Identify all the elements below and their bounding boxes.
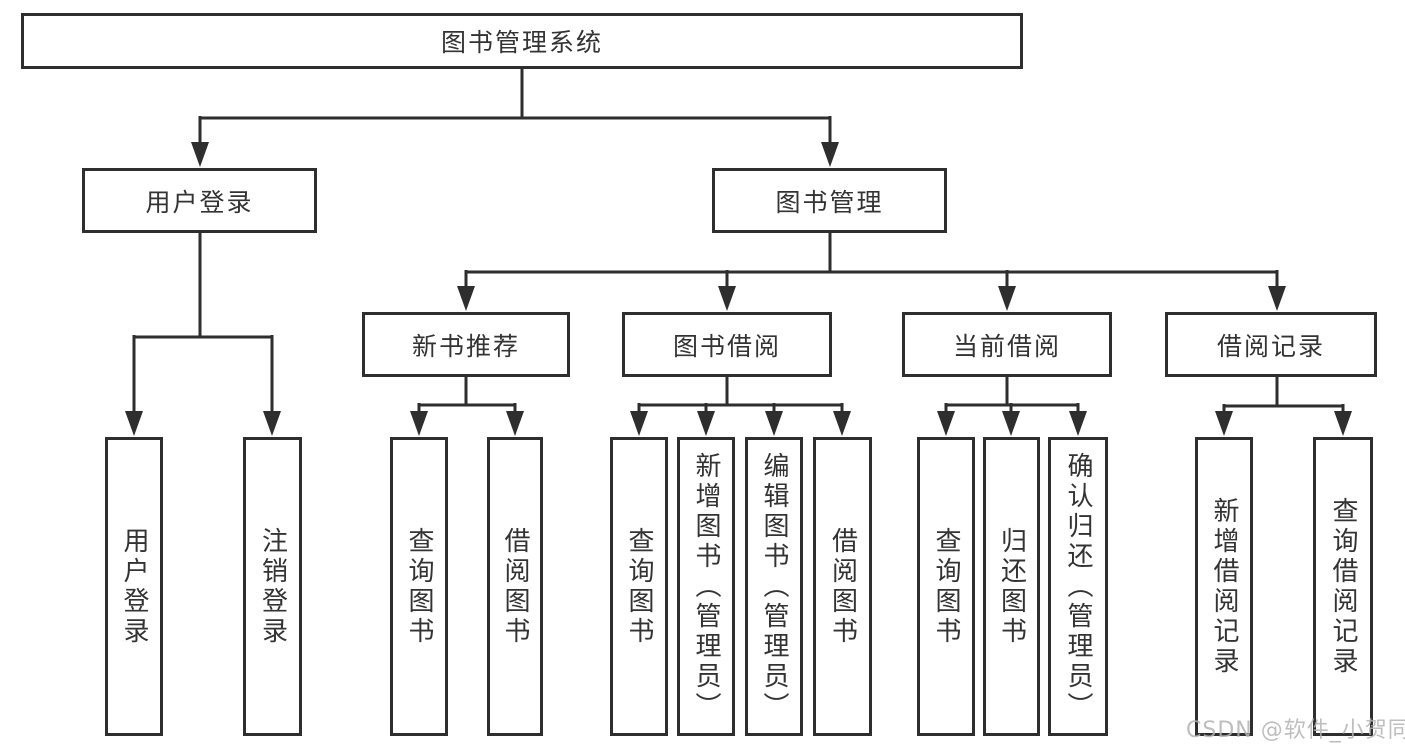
node-book-management: 图书管理: [712, 168, 947, 233]
leaf-query-books: 查询图书: [390, 437, 448, 736]
node-borrowing-records: 借阅记录: [1165, 312, 1377, 377]
leaf-logout: 注销登录: [243, 437, 302, 736]
vertical-label: 确认归还（管理员）: [1063, 451, 1093, 722]
vertical-label: 归还图书: [996, 526, 1027, 647]
leaf-confirm-return-admin: 确认归还（管理员）: [1048, 437, 1108, 736]
leaf-borrow-books: 借阅图书: [813, 437, 872, 736]
leaf-add-book-admin: 新增图书（管理员）: [677, 437, 735, 736]
leaf-edit-book-admin: 编辑图书（管理员）: [745, 437, 803, 736]
vertical-label: 借阅图书: [827, 526, 858, 647]
leaf-user-login: 用户登录: [105, 437, 163, 736]
leaf-borrow-books: 借阅图书: [487, 437, 543, 736]
node-user-login: 用户登录: [82, 168, 317, 233]
node-current-borrowing: 当前借阅: [902, 312, 1112, 377]
vertical-label: 用户登录: [119, 526, 149, 647]
vertical-label: 借阅图书: [500, 526, 530, 647]
csdn-watermark: CSDN @软件_小贺同学: [1186, 718, 1405, 743]
leaf-query-borrow-record: 查询借阅记录: [1313, 437, 1373, 736]
vertical-label: 查询图书: [931, 526, 961, 647]
vertical-label: 新增图书（管理员）: [691, 451, 721, 722]
vertical-label: 查询借阅记录: [1328, 496, 1358, 677]
vertical-label: 编辑图书（管理员）: [759, 451, 789, 722]
vertical-label: 查询图书: [624, 526, 654, 647]
vertical-label: 查询图书: [404, 526, 434, 647]
node-book-borrowing: 图书借阅: [622, 312, 832, 377]
leaf-add-borrow-record: 新增借阅记录: [1195, 437, 1253, 736]
leaf-return-book: 归还图书: [983, 437, 1040, 736]
node-library-management-system: 图书管理系统: [21, 13, 1023, 69]
vertical-label: 新增借阅记录: [1209, 496, 1239, 677]
node-new-book-recommendation: 新书推荐: [362, 312, 570, 377]
leaf-query-books: 查询图书: [917, 437, 975, 736]
vertical-label: 注销登录: [257, 526, 288, 647]
leaf-query-books: 查询图书: [610, 437, 668, 736]
